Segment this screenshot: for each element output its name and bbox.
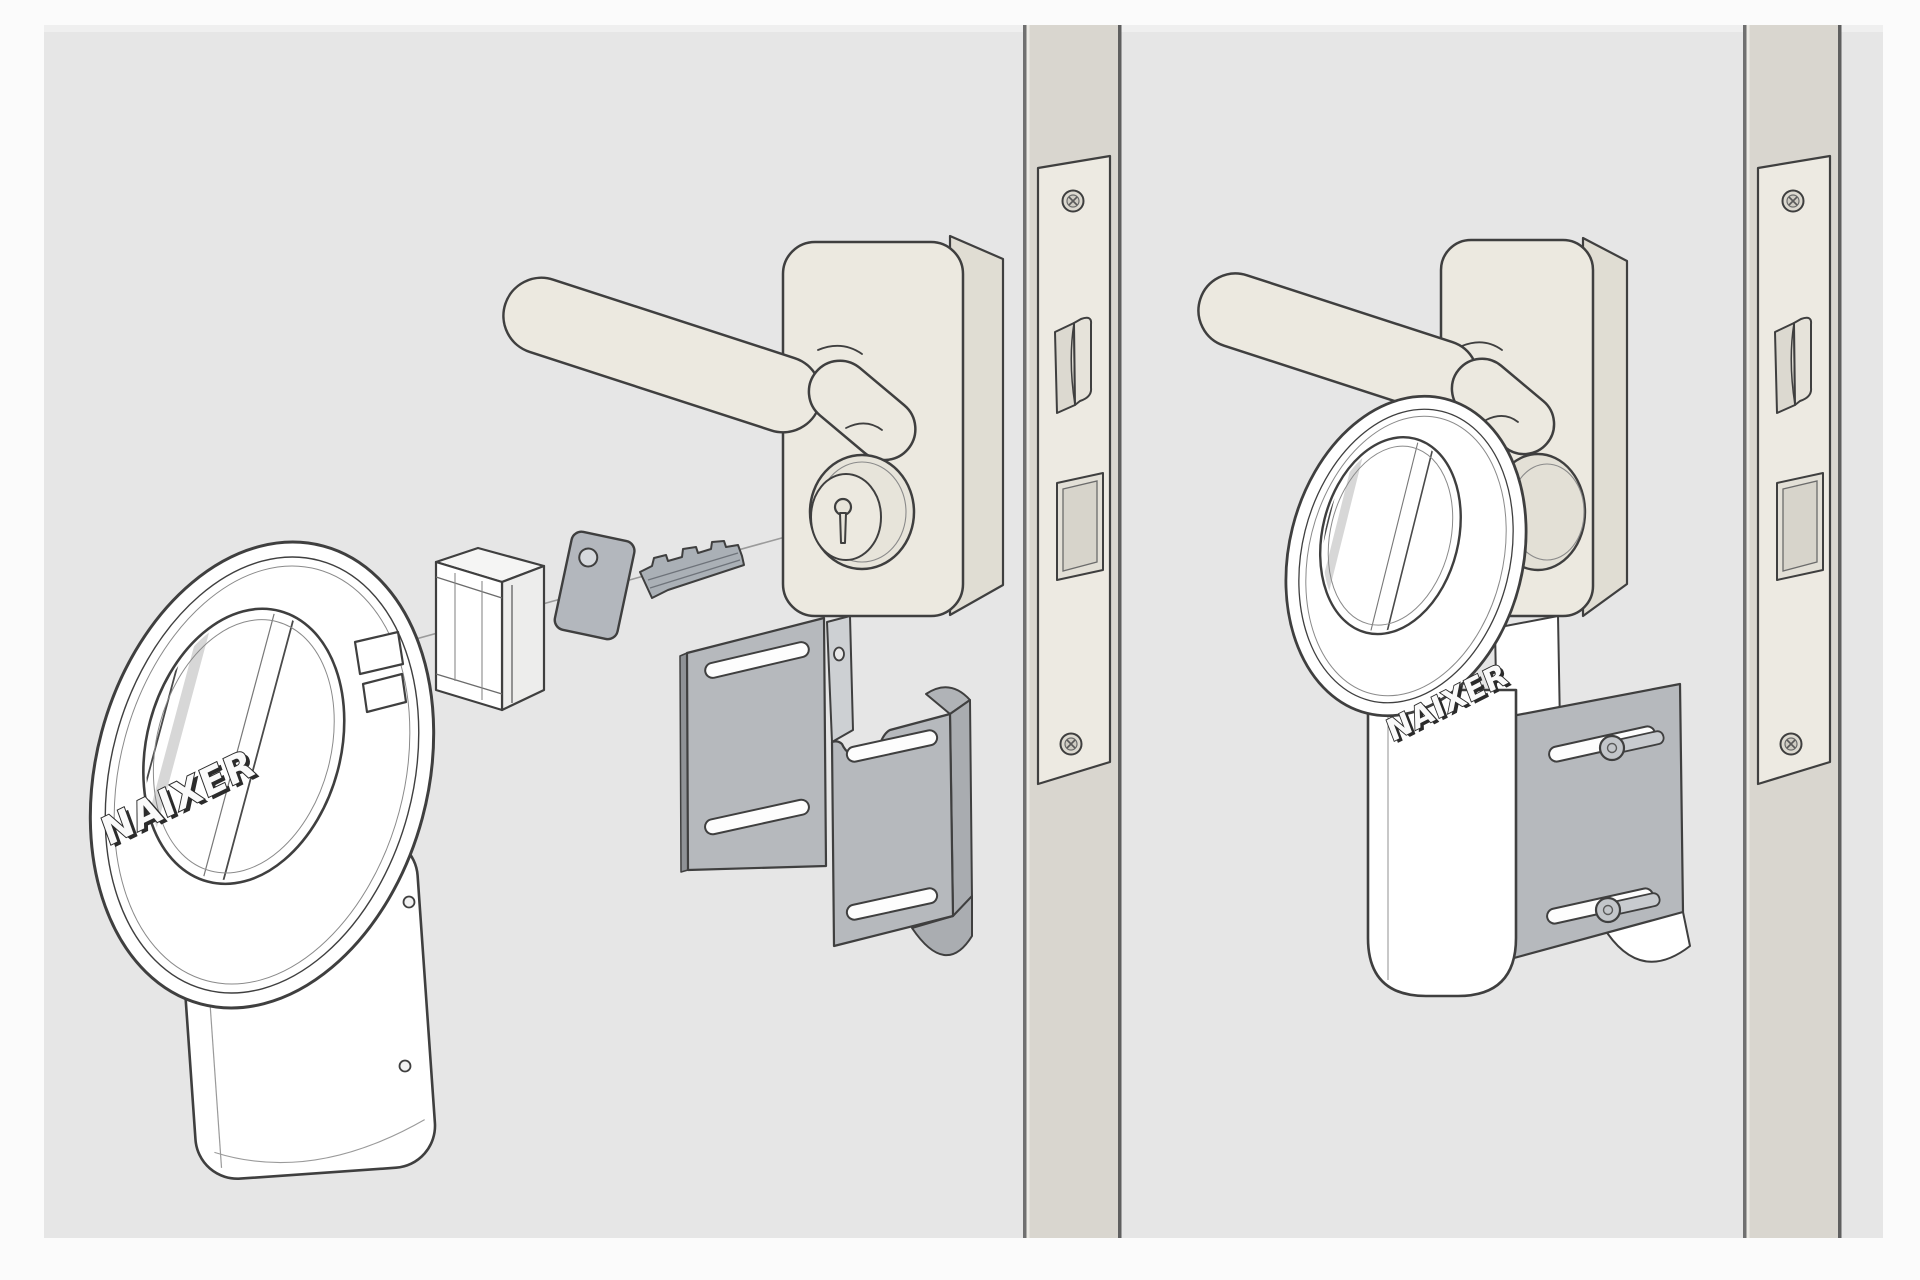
body-screw-icon: [402, 895, 416, 909]
key-head: [553, 530, 636, 641]
plate-slot: [704, 641, 810, 679]
smart-lock-device-exploded: NAIXER NAIXER: [88, 540, 437, 1181]
spindle-tab: [353, 630, 405, 676]
door-handle-lever-exploded: [502, 276, 917, 462]
plate-slot: [845, 729, 939, 763]
slot-screw: [1594, 892, 1661, 924]
lever-collar-lines: [1461, 341, 1519, 423]
key-blade: [639, 540, 745, 599]
door-handle-lever-assembled: [1197, 272, 1556, 456]
spindle-tab: [361, 672, 408, 714]
panel-top-highlight: [44, 25, 1883, 32]
keyhole-icon: [833, 497, 853, 544]
exploded-view: NAIXER NAIXER: [88, 234, 1005, 1181]
plate-hole: [833, 646, 845, 662]
lock-battery-body: [1366, 688, 1518, 998]
key: [553, 530, 745, 641]
lever-collar-lines: [817, 344, 883, 431]
smart-lock-device-assembled: NAIXER NAIXER: [1284, 394, 1528, 998]
key-hole: [578, 547, 599, 568]
plate-slot: [704, 798, 810, 836]
cylinder-adapter-block: [434, 546, 546, 712]
door-edge-strip-right: [1743, 25, 1842, 1238]
lock-cylinder-exploded: [808, 453, 916, 571]
body-screw-icon: [398, 1059, 412, 1073]
lock-head-ring: [1284, 394, 1528, 718]
cylinder-window: [1303, 425, 1437, 645]
door-edge-strip-left: [1023, 25, 1122, 1238]
plate-slot: [845, 887, 939, 921]
assembled-view: NAIXER NAIXER: [1197, 236, 1691, 998]
mounting-plate-rear: [679, 616, 828, 873]
slot-screw: [1598, 730, 1665, 762]
mounting-plate-front: [826, 615, 973, 956]
lock-head-ring: [88, 540, 436, 1010]
